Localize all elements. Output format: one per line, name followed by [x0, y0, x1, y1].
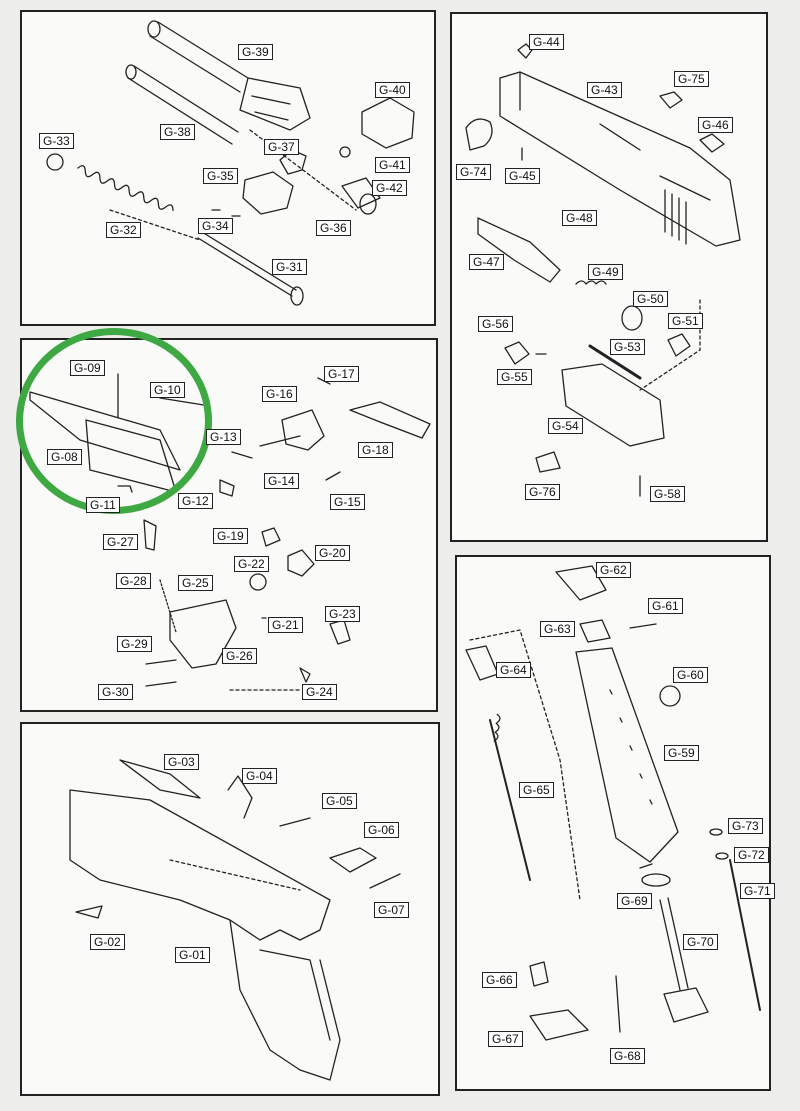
part-label-g26: G-26 — [222, 648, 257, 664]
part-label-g15: G-15 — [330, 494, 365, 510]
part-label-g32: G-32 — [106, 222, 141, 238]
part-label-g04: G-04 — [242, 768, 277, 784]
part-label-g37: G-37 — [264, 139, 299, 155]
part-label-g76: G-76 — [525, 484, 560, 500]
part-label-g08: G-08 — [47, 449, 82, 465]
part-label-g41: G-41 — [375, 157, 410, 173]
part-label-g09: G-09 — [70, 360, 105, 376]
locking-block-drawing — [29, 373, 211, 493]
part-label-g56: G-56 — [478, 316, 513, 332]
barrel-drawing — [125, 20, 311, 145]
slide-drawing — [465, 43, 741, 247]
part-label-g11: G-11 — [86, 497, 120, 513]
part-label-g25: G-25 — [178, 575, 213, 591]
part-label-g72: G-72 — [734, 847, 769, 863]
part-label-g50: G-50 — [633, 291, 668, 307]
frame-drawing — [69, 759, 401, 1081]
part-label-g44: G-44 — [529, 34, 564, 50]
part-label-g48: G-48 — [562, 210, 597, 226]
part-label-g36: G-36 — [316, 220, 351, 236]
panel-trigger-group — [20, 338, 438, 712]
part-label-g40: G-40 — [375, 82, 410, 98]
part-label-g34: G-34 — [198, 218, 233, 234]
part-label-g63: G-63 — [540, 621, 575, 637]
part-label-g49: G-49 — [588, 264, 623, 280]
part-label-g62: G-62 — [596, 562, 631, 578]
part-label-g71: G-71 — [740, 883, 775, 899]
part-label-g20: G-20 — [315, 545, 350, 561]
part-label-g55: G-55 — [497, 369, 532, 385]
part-label-g66: G-66 — [482, 972, 517, 988]
magazine-drawing — [465, 565, 761, 1041]
part-label-g18: G-18 — [358, 442, 393, 458]
part-label-g01: G-01 — [175, 947, 210, 963]
part-label-g74: G-74 — [456, 164, 491, 180]
part-label-g19: G-19 — [213, 528, 248, 544]
part-label-g24: G-24 — [302, 684, 337, 700]
part-label-g59: G-59 — [664, 745, 699, 761]
part-label-g39: G-39 — [238, 44, 273, 60]
part-label-g43: G-43 — [587, 82, 622, 98]
part-label-g16: G-16 — [262, 386, 297, 402]
part-label-g46: G-46 — [698, 117, 733, 133]
part-label-g75: G-75 — [674, 71, 709, 87]
part-label-g22: G-22 — [234, 556, 269, 572]
part-label-g07: G-07 — [374, 902, 409, 918]
part-label-g05: G-05 — [322, 793, 357, 809]
part-label-g58: G-58 — [650, 486, 685, 502]
part-label-g14: G-14 — [264, 473, 299, 489]
part-label-g42: G-42 — [372, 180, 407, 196]
part-label-g12: G-12 — [178, 493, 213, 509]
part-label-g30: G-30 — [98, 684, 133, 700]
part-label-g17: G-17 — [324, 366, 359, 382]
part-label-g68: G-68 — [610, 1048, 645, 1064]
part-label-g53: G-53 — [610, 339, 645, 355]
part-label-g06: G-06 — [364, 822, 399, 838]
part-label-g28: G-28 — [116, 573, 151, 589]
part-label-g60: G-60 — [673, 667, 708, 683]
part-label-g27: G-27 — [103, 534, 138, 550]
trigger-bar-drawing — [219, 377, 431, 497]
part-label-g70: G-70 — [683, 934, 718, 950]
part-label-g47: G-47 — [469, 254, 504, 270]
part-label-g23: G-23 — [325, 606, 360, 622]
part-label-g29: G-29 — [117, 636, 152, 652]
part-label-g02: G-02 — [90, 934, 125, 950]
part-label-g35: G-35 — [203, 168, 238, 184]
part-label-g61: G-61 — [648, 598, 683, 614]
part-label-g69: G-69 — [617, 893, 652, 909]
part-label-g54: G-54 — [548, 418, 583, 434]
trigger-housing-drawing — [143, 519, 351, 691]
part-label-g38: G-38 — [160, 124, 195, 140]
part-label-g03: G-03 — [164, 754, 199, 770]
part-label-g10: G-10 — [150, 382, 185, 398]
guide-rod-drawing — [109, 209, 304, 306]
part-label-g73: G-73 — [728, 818, 763, 834]
recoil-spring-drawing — [46, 153, 174, 211]
part-label-g64: G-64 — [496, 662, 531, 678]
part-label-g67: G-67 — [488, 1031, 523, 1047]
part-label-g51: G-51 — [668, 313, 703, 329]
part-label-g21: G-21 — [268, 617, 303, 633]
part-label-g65: G-65 — [519, 782, 554, 798]
part-label-g45: G-45 — [505, 168, 540, 184]
part-label-g33: G-33 — [39, 133, 74, 149]
part-label-g13: G-13 — [206, 429, 241, 445]
striker-parts-drawing — [477, 217, 701, 497]
part-label-g31: G-31 — [272, 259, 307, 275]
